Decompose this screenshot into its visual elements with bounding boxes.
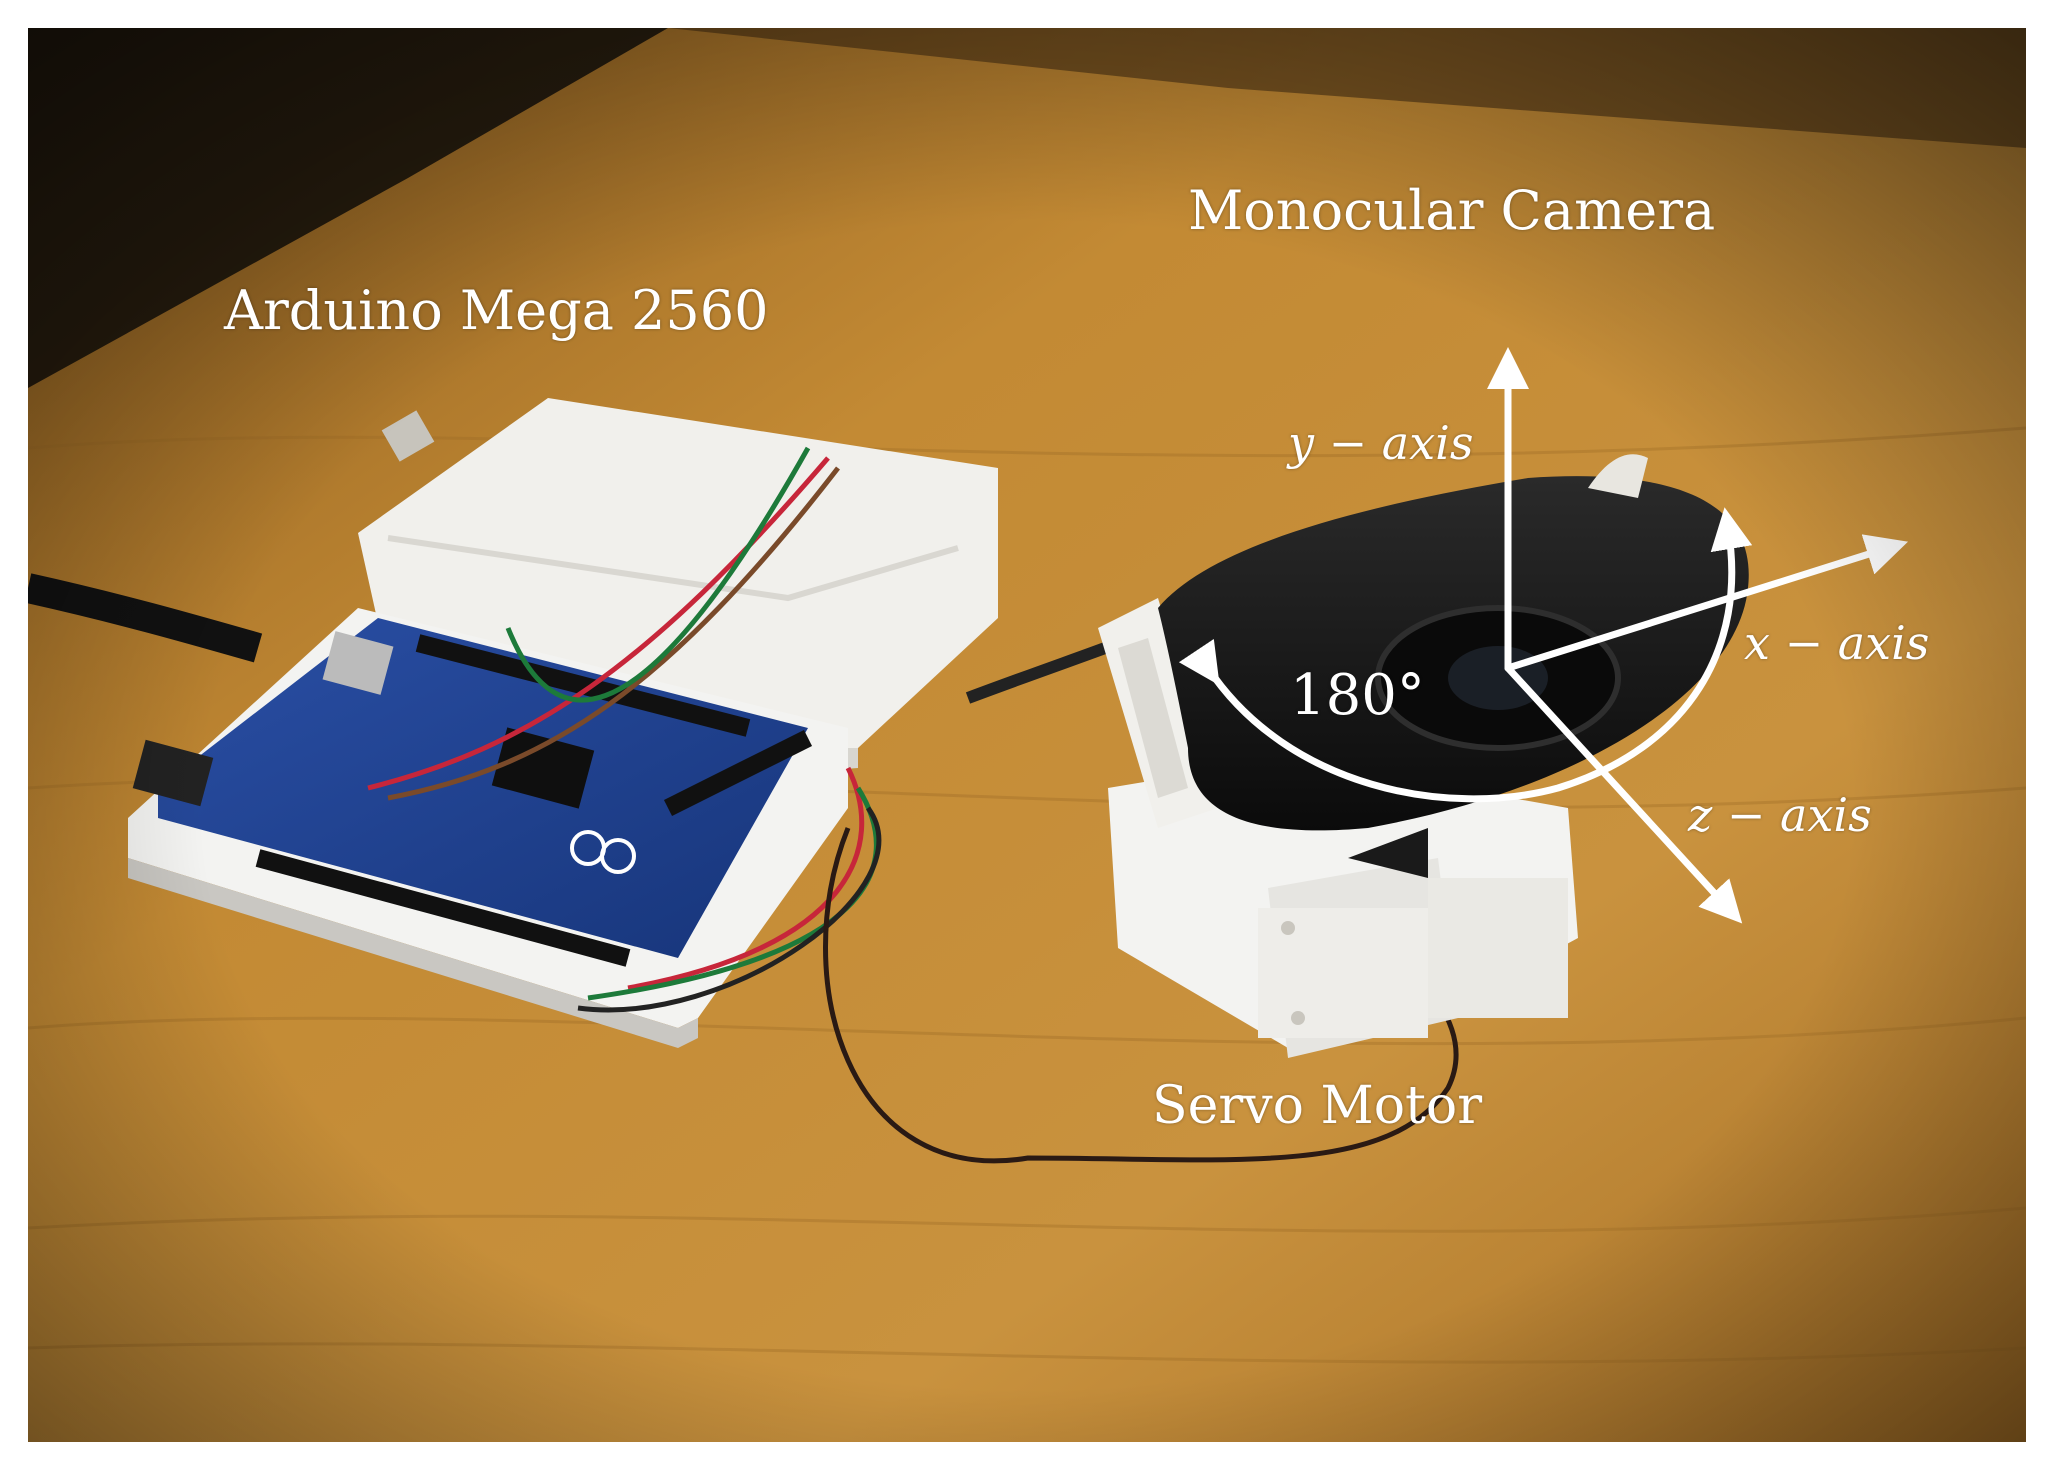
servo-motor-label: Servo Motor — [1152, 1076, 1483, 1136]
photo-frame: Monocular Camera Arduino Mega 2560 Servo… — [28, 28, 2026, 1442]
monocular-camera-label: Monocular Camera — [1188, 179, 1716, 242]
y-axis-label: y − axis — [1288, 416, 1474, 470]
vignette — [28, 28, 2026, 1442]
rotation-angle-label: 180° — [1290, 663, 1425, 728]
z-axis-label: z − axis — [1688, 788, 1872, 842]
photo-scene — [28, 28, 2026, 1442]
x-axis-label: x − axis — [1744, 616, 1930, 670]
arduino-label: Arduino Mega 2560 — [224, 279, 769, 342]
